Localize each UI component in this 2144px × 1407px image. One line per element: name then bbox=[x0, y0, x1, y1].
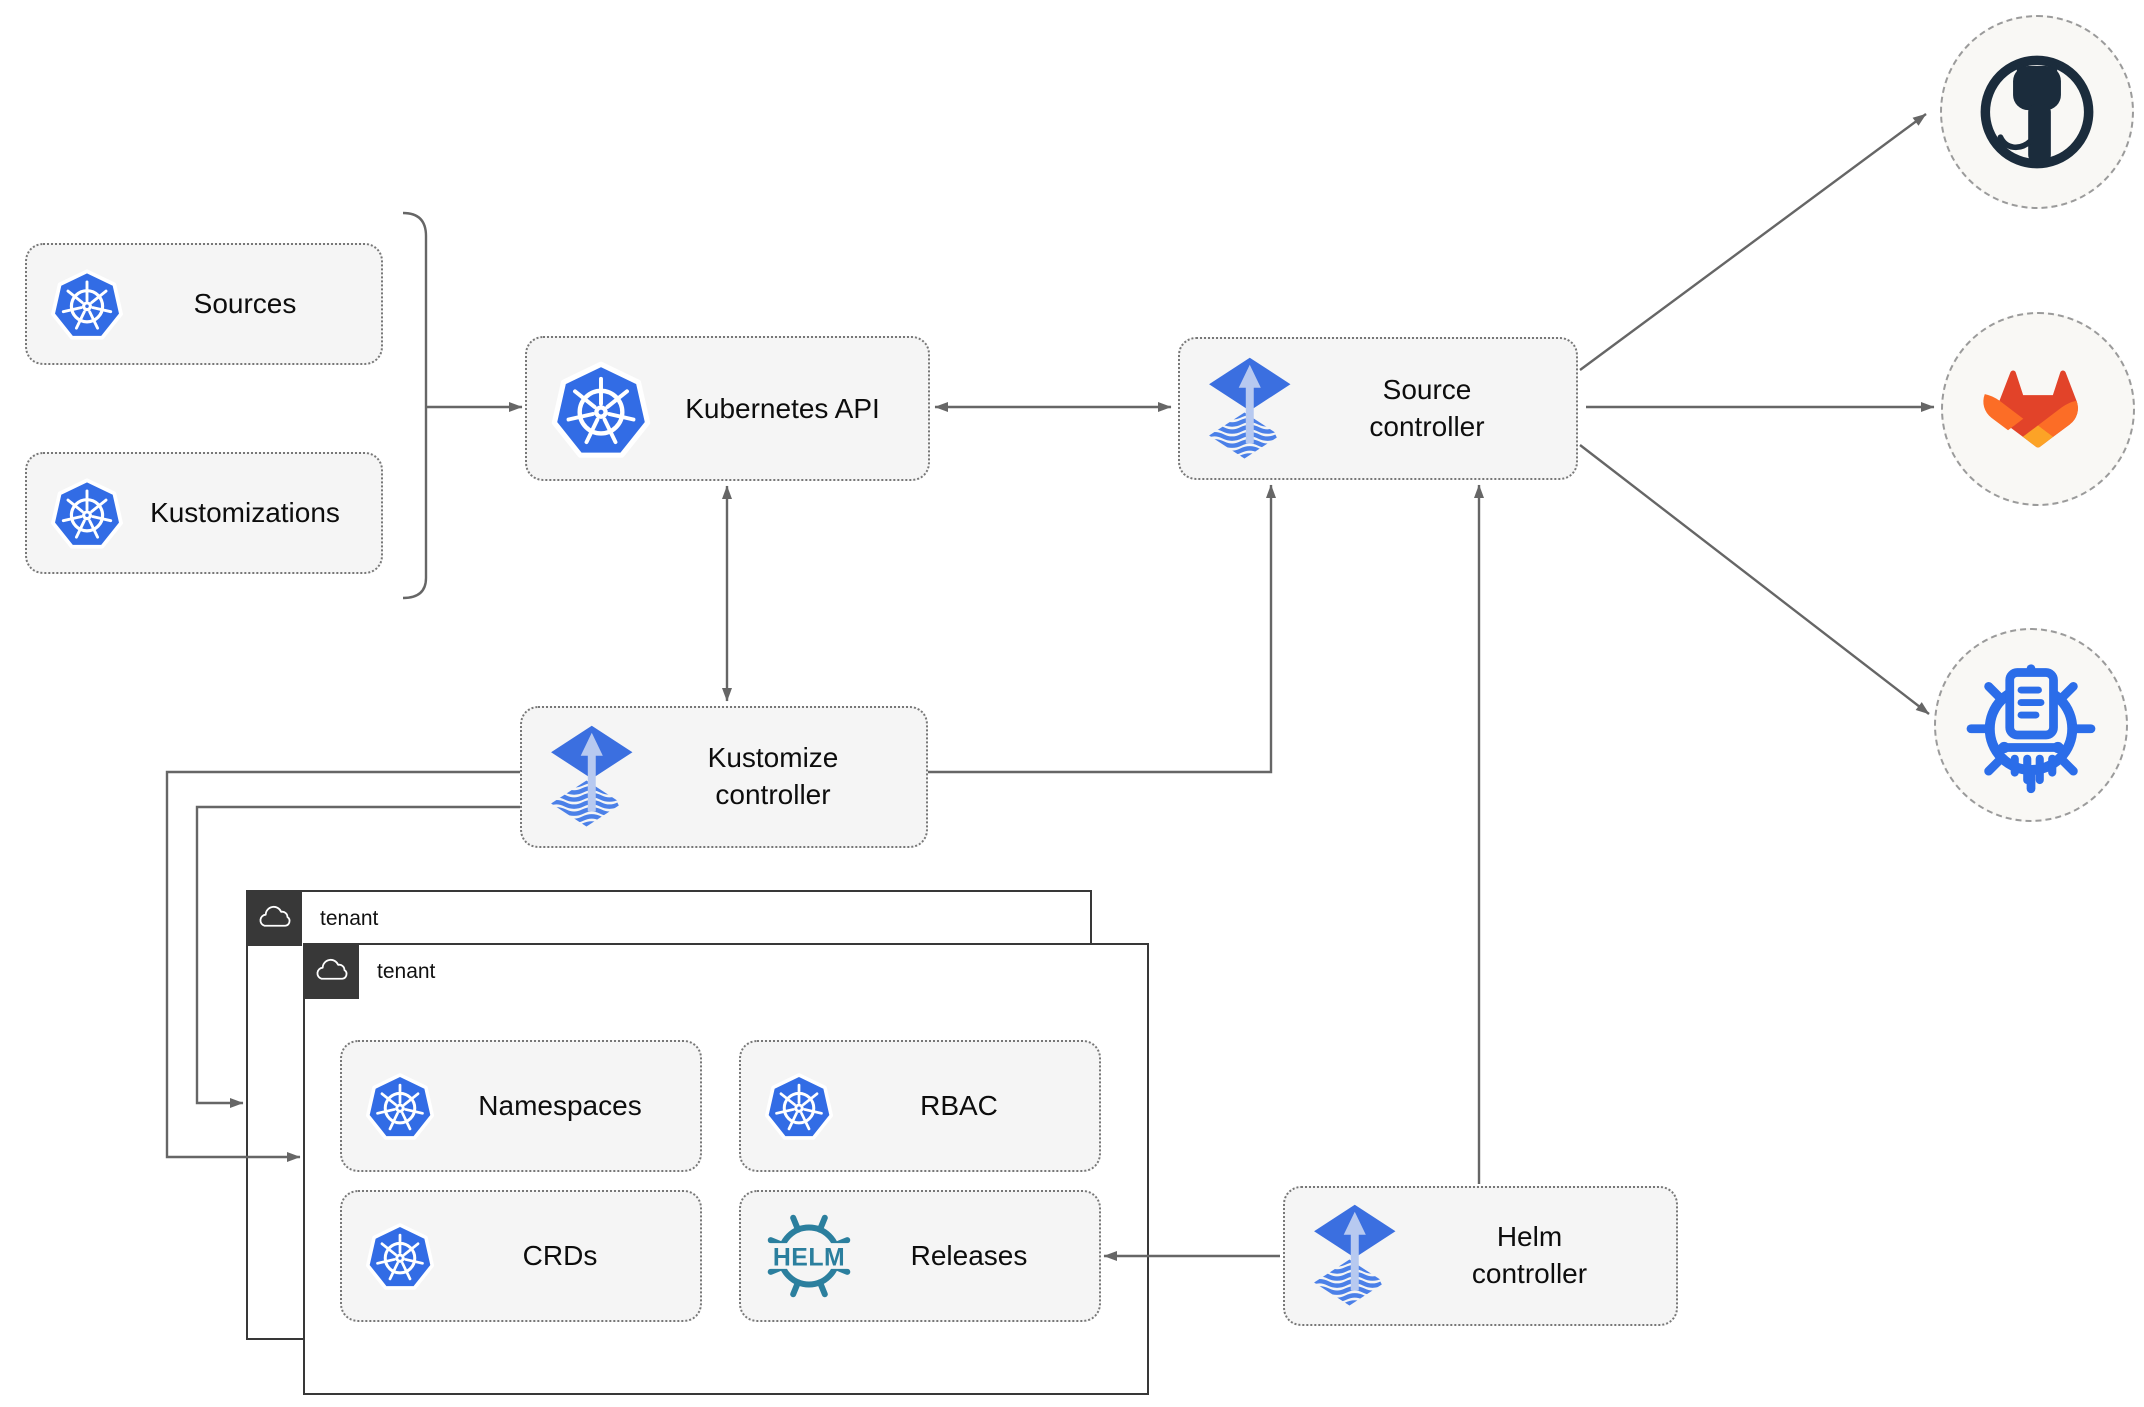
github-octocat-icon bbox=[1974, 49, 2100, 175]
node-namespaces: Namespaces bbox=[340, 1040, 702, 1172]
node-label: Source controller bbox=[1369, 373, 1485, 442]
flux-icon bbox=[1307, 1203, 1399, 1309]
kubernetes-icon bbox=[763, 1070, 835, 1142]
cloud-icon bbox=[312, 957, 350, 985]
node-gitlab bbox=[1941, 312, 2135, 506]
tenant-label: tenant bbox=[377, 960, 436, 983]
kubernetes-icon bbox=[364, 1070, 436, 1142]
node-kubernetes-api: Kubernetes API bbox=[525, 336, 930, 481]
edge-kustomize-to-source bbox=[928, 484, 1276, 774]
tenant-tab bbox=[303, 943, 359, 999]
chartmuseum-icon bbox=[1956, 650, 2106, 800]
node-label: Sources bbox=[193, 288, 297, 319]
node-rbac: RBAC bbox=[739, 1040, 1101, 1172]
node-source-controller: Source controller bbox=[1178, 337, 1578, 480]
kubernetes-icon bbox=[549, 357, 653, 461]
node-kustomizations: Kustomizations bbox=[25, 452, 383, 574]
kubernetes-icon bbox=[49, 266, 125, 342]
tenant-label: tenant bbox=[320, 907, 379, 930]
node-chartmuseum bbox=[1934, 628, 2128, 822]
node-releases: Releases bbox=[739, 1190, 1101, 1322]
tenant-box-front: tenant Namespaces RBAC CRDs Releases bbox=[303, 943, 1149, 1395]
cloud-icon bbox=[255, 904, 293, 932]
bracket-sources-group bbox=[402, 211, 428, 600]
node-label: RBAC bbox=[920, 1090, 998, 1121]
node-label: Releases bbox=[910, 1240, 1028, 1271]
edge-source-to-github bbox=[1579, 113, 1927, 371]
kubernetes-icon bbox=[49, 475, 125, 551]
node-github bbox=[1940, 15, 2134, 209]
node-crds: CRDs bbox=[340, 1190, 702, 1322]
node-label: Kustomizations bbox=[150, 497, 340, 528]
flux-icon bbox=[544, 724, 636, 830]
gitlab-tanuki-icon bbox=[1959, 330, 2117, 488]
helm-icon bbox=[763, 1210, 855, 1302]
node-helm-controller: Helm controller bbox=[1283, 1186, 1678, 1326]
node-label: Helm controller bbox=[1471, 1221, 1588, 1289]
kubernetes-icon bbox=[364, 1220, 436, 1292]
flux-icon bbox=[1202, 356, 1294, 462]
node-label: Kubernetes API bbox=[685, 392, 880, 424]
edge-source-to-chartmuseum bbox=[1579, 444, 1930, 715]
node-kustomize-controller: Kustomize controller bbox=[520, 706, 928, 848]
tenant-tab bbox=[246, 890, 302, 946]
node-label: Kustomize controller bbox=[707, 742, 839, 810]
node-label: CRDs bbox=[522, 1240, 598, 1271]
node-sources: Sources bbox=[25, 243, 383, 365]
node-label: Namespaces bbox=[478, 1090, 642, 1121]
